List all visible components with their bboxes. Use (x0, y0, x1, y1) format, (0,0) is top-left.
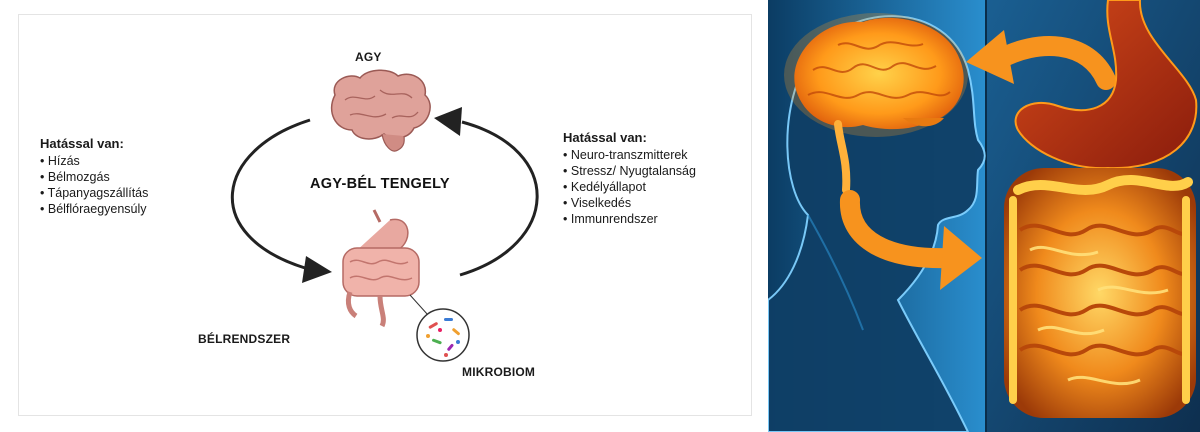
gut-brain-illustration (768, 0, 1200, 432)
microbiome-icon (410, 295, 469, 361)
arrow-up-head (434, 107, 462, 136)
microbiome-label: MIKROBIOM (462, 365, 535, 379)
left-effect-item: Tápanyagszállítás (40, 185, 148, 201)
right-effect-item: Stressz/ Nyugtalanság (563, 163, 696, 179)
left-effect-item: Bélmozgás (40, 169, 148, 185)
gut-label: BÉLRENDSZER (198, 332, 290, 346)
brain-icon (332, 70, 431, 151)
left-effect-item: Hízás (40, 153, 148, 169)
left-effects-heading: Hatással van: (40, 136, 148, 152)
intestine-icon (343, 210, 419, 326)
glowing-intestines (1004, 168, 1196, 418)
left-effect-item: Bélflóraegyensúly (40, 201, 148, 217)
center-title: AGY-BÉL TENGELY (310, 176, 450, 192)
right-effect-item: Viselkedés (563, 195, 696, 211)
right-effect-item: Kedélyállapot (563, 179, 696, 195)
right-effects-box: Hatással van: Neuro-transzmitterek Stres… (563, 130, 696, 227)
arrow-up-icon (460, 122, 537, 275)
illustration-artwork (768, 0, 1200, 432)
right-effects-heading: Hatással van: (563, 130, 696, 146)
arrow-down-head (302, 256, 332, 283)
gut-brain-axis-diagram: AGY AGY-BÉL TENGELY BÉLRENDSZER MIKROBIO… (0, 0, 768, 432)
left-effects-box: Hatással van: Hízás Bélmozgás Tápanyagsz… (40, 136, 148, 217)
right-effect-item: Immunrendszer (563, 211, 696, 227)
brain-label: AGY (355, 50, 382, 64)
right-effect-item: Neuro-transzmitterek (563, 147, 696, 163)
arrow-down-icon (232, 120, 310, 268)
